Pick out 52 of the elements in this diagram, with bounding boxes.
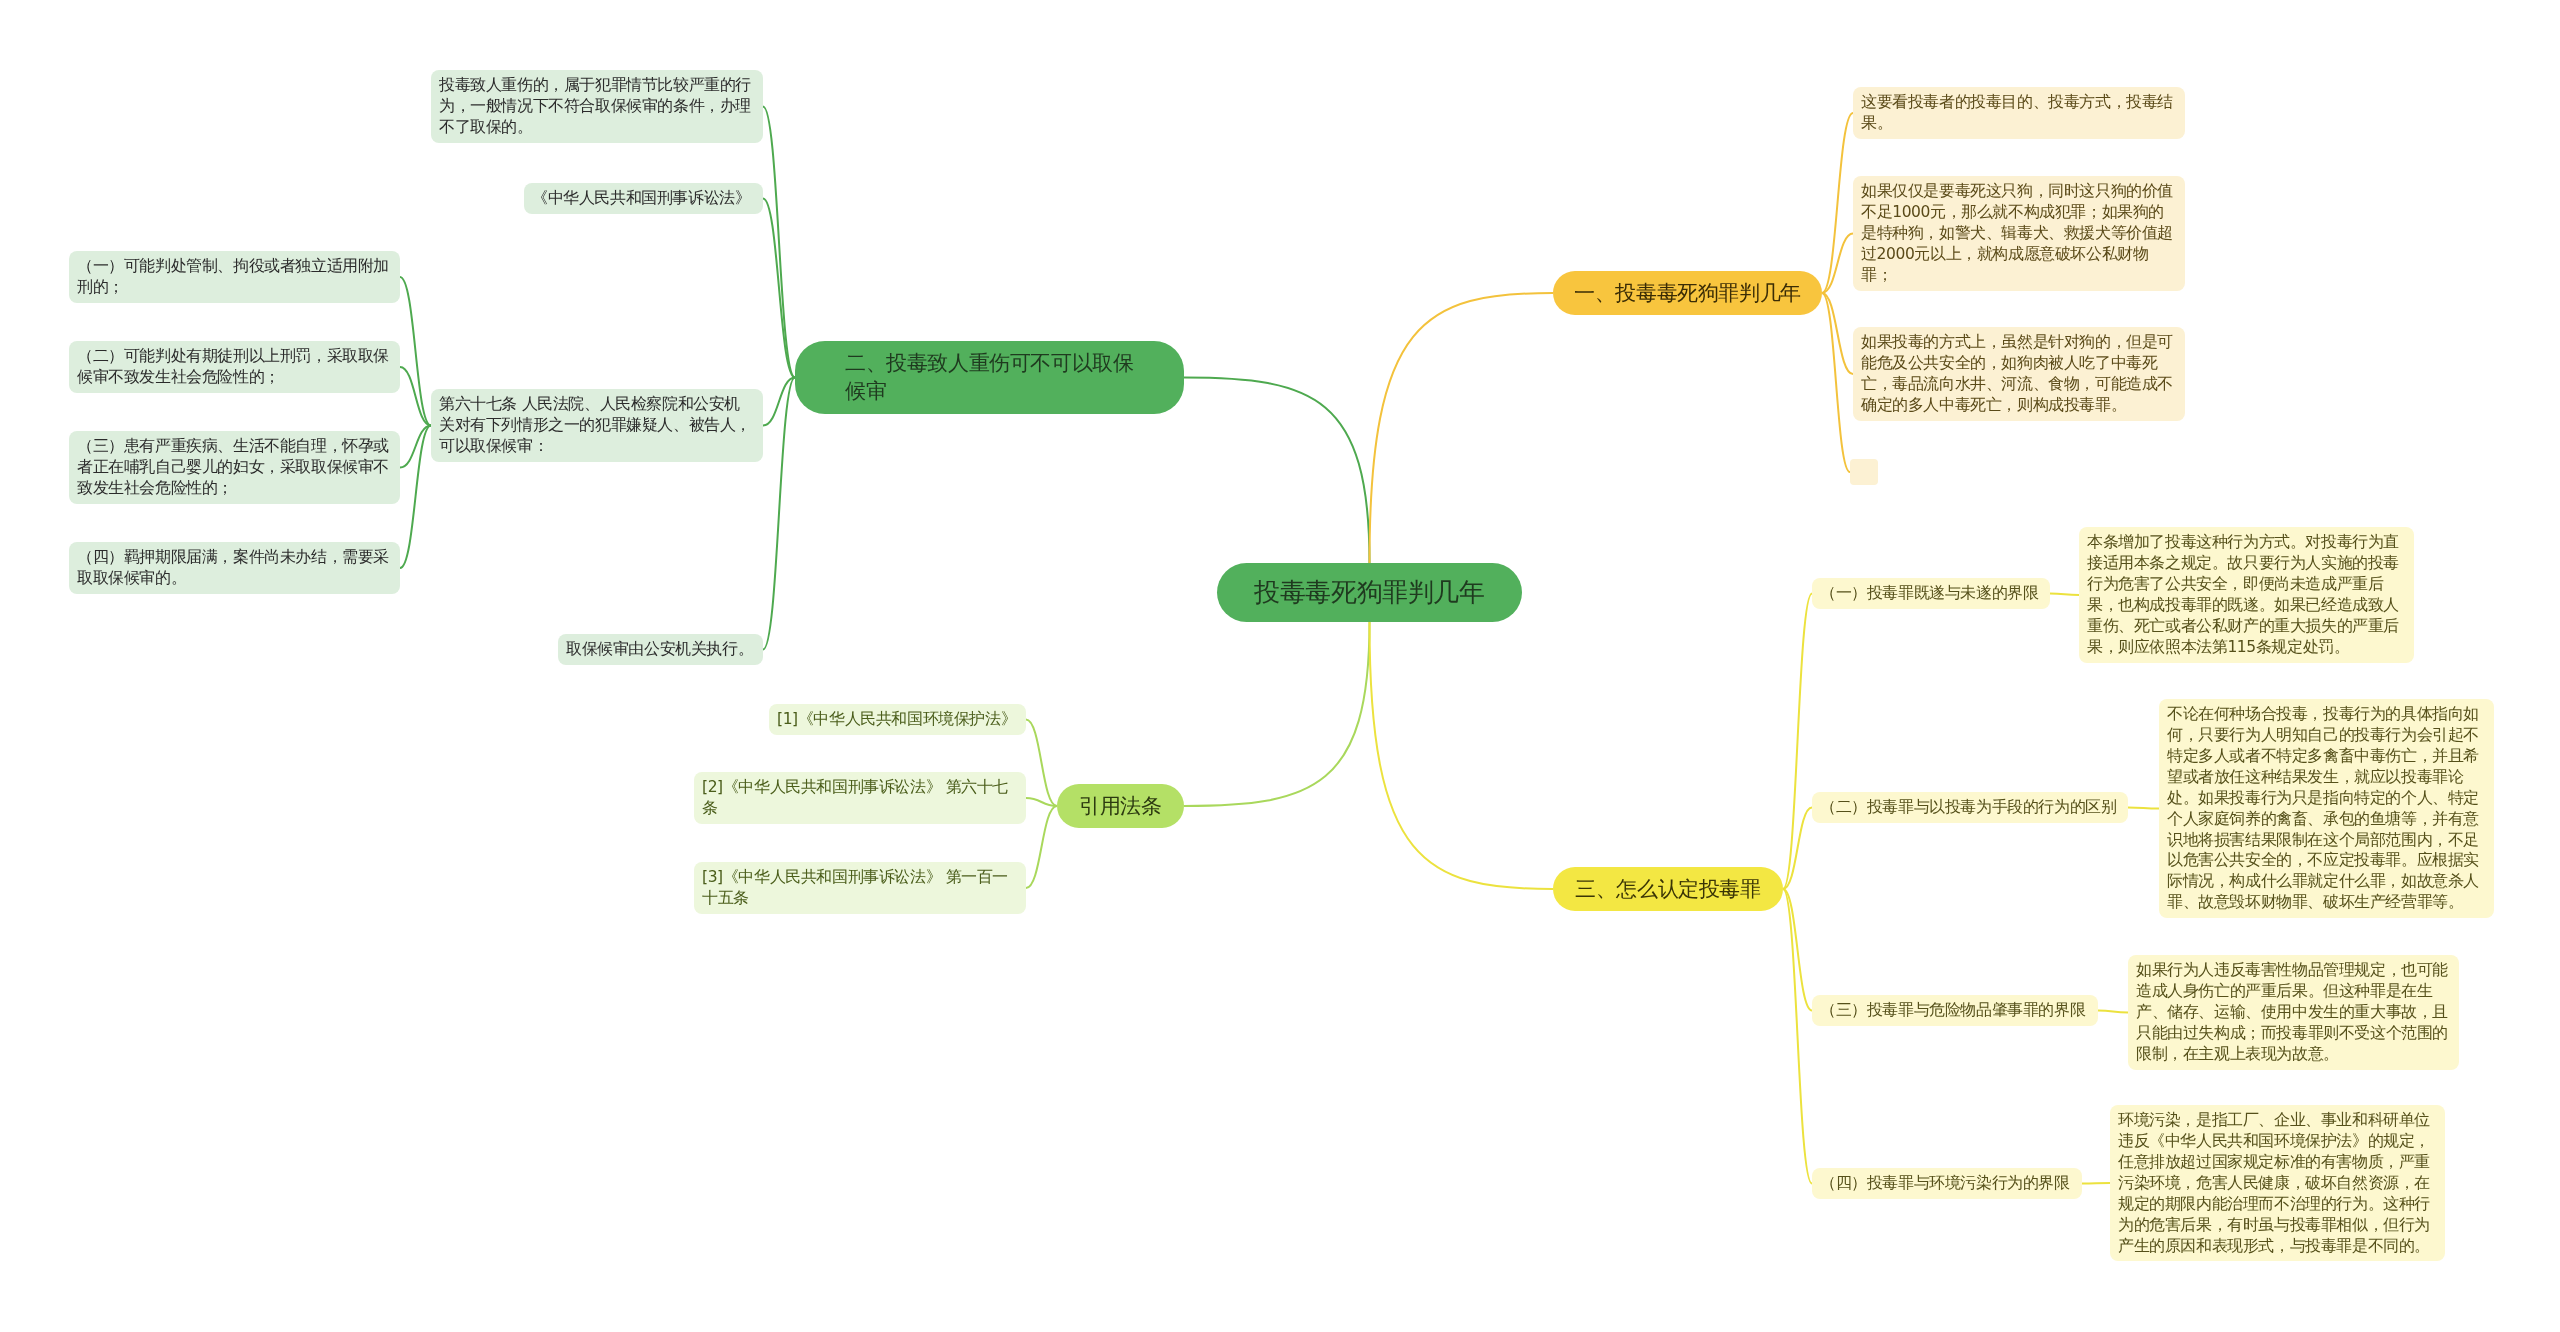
note-box: （一）可能判处管制、拘役或者独立适用附加刑的；	[69, 251, 400, 303]
note-box: [1]《中华人民共和国环境保护法》	[769, 704, 1026, 735]
connector	[2081, 1182, 2111, 1185]
connector	[1821, 292, 1854, 375]
note-box: 如果投毒的方式上，虽然是针对狗的，但是可能危及公共安全的，如狗肉被人吃了中毒死亡，毒品流向水井、河流、食物，可能造成不确定的多人中毒死亡，则构成投毒罪。	[1853, 327, 2185, 421]
note-box: [2]《中华人民共和国刑事诉讼法》 第六十七条	[694, 772, 1026, 824]
note-box: （四）羁押期限届满，案件尚未办结，需要采取取保候审的。	[69, 542, 400, 594]
note-box: （四）投毒罪与环境污染行为的界限	[1812, 1168, 2082, 1199]
central-topic: 投毒毒死狗罪判几年	[1217, 563, 1522, 623]
note-box: 如果仅仅是要毒死这只狗，同时这只狗的价值不足1000元，那么就不构成犯罪；如果狗的是特种狗，如警犬、辑毒犬、救援犬等价值超过2000元以上，就构成愿意破坏公私财物罪；	[1853, 176, 2185, 291]
note-box: （三）患有严重疾病、生活不能自理，怀孕或者正在哺乳自己婴儿的妇女，采取取保候审不致发生社会危险性的；	[69, 431, 400, 504]
branch-topic: 三、怎么认定投毒罪	[1553, 867, 1783, 912]
note-box: 本条增加了投毒这种行为方式。对投毒行为直接适用本条之规定。故只要行为人实施的投毒行为危害了公共安全，即便尚未造成严重后果，也构成投毒罪的既遂。如果已经造成致人重伤、死亡或者公私财产的重大损失的严重后果，则应依照本法第115条规定处罚。	[2079, 527, 2414, 663]
connector	[1025, 797, 1058, 807]
connector	[1782, 806, 1813, 890]
connector	[762, 376, 796, 427]
connector	[762, 197, 796, 379]
note-box: 不论在何种场合投毒，投毒行为的具体指向如何，只要行为人明知自己的投毒行为会引起不特定多人或者不特定多禽畜中毒伤亡，并且希望或者放任这种结果发生，就应以投毒罪论处。如果投毒行为只是指向特定的个人、特定个人家庭饲养的禽畜、承包的鱼塘等，并有意识地将损害结果限制在这个局部范围内，不足以危害公共安全的，不应定投毒罪。应根据实际情况，构成什么罪就定什么罪，如故意杀人罪、故意毁坏财物罪、破坏生产经营罪等。	[2159, 699, 2494, 919]
connector	[762, 105, 796, 379]
note-box: 取保候审由公安机关执行。	[558, 634, 763, 665]
note-box: （二）投毒罪与以投毒为手段的行为的区别	[1812, 792, 2128, 823]
connector	[1025, 805, 1058, 889]
connector	[1782, 888, 1813, 1012]
note-box: 如果行为人违反毒害性物品管理规定，也可能造成人身伤亡的严重后果。但这种罪是在生产、储存、运输、使用中发生的重大事故，且只能由过失构成；而投毒罪则不受这个范围的限制，在主观上表现为故意。	[2128, 955, 2459, 1070]
connector	[399, 276, 432, 427]
note-box: （二）可能判处有期徒刑以上刑罚，采取取保候审不致发生社会危险性的；	[69, 341, 400, 393]
connector	[1821, 112, 1854, 294]
note-box: （三）投毒罪与危险物品肇事罪的界限	[1812, 995, 2098, 1026]
branch-topic: 引用法条	[1057, 784, 1184, 829]
branch-topic: 二、投毒致人重伤可不可以取保候审	[795, 341, 1184, 414]
connector	[1782, 888, 1813, 1185]
connector	[399, 424, 432, 569]
connector	[762, 376, 796, 651]
connector	[2127, 806, 2160, 810]
connector	[1368, 292, 1554, 564]
connector	[1368, 621, 1554, 890]
branch-topic: 一、投毒毒死狗罪判几年	[1553, 271, 1822, 316]
connector	[2049, 592, 2080, 596]
note-box: 第六十七条 人民法院、人民检察院和公安机关对有下列情形之一的犯罪嫌疑人、被告人，可以取保候审：	[431, 389, 763, 462]
connector	[1821, 232, 1854, 294]
connector	[1183, 621, 1371, 807]
note-box: [3]《中华人民共和国刑事诉讼法》 第一百一十五条	[694, 862, 1026, 914]
note-box: （一）投毒罪既遂与未遂的界限	[1812, 578, 2050, 609]
note-box: 环境污染，是指工厂、企业、事业和科研单位违反《中华人民共和国环境保护法》的规定，任意排放超过国家规定标准的有害物质，严重污染环境，危害人民健康，破坏自然资源，在规定的期限内能治理而不治理的行为。这种行为的危害后果，有时虽与投毒罪相似，但行为产生的原因和表现形式，与投毒罪是不同的。	[2110, 1105, 2445, 1262]
connector	[1025, 718, 1058, 807]
connector	[1821, 292, 1851, 473]
connector	[1782, 592, 1813, 890]
empty-box	[1850, 459, 1878, 485]
note-box: 这要看投毒者的投毒目的、投毒方式，投毒结果。	[1853, 87, 2185, 139]
note-box: 投毒致人重伤的，属于犯罪情节比较严重的行为，一般情况下不符合取保候审的条件，办理不了取保的。	[431, 70, 763, 143]
note-box: 《中华人民共和国刑事诉讼法》	[524, 183, 763, 214]
connector	[2097, 1009, 2129, 1014]
